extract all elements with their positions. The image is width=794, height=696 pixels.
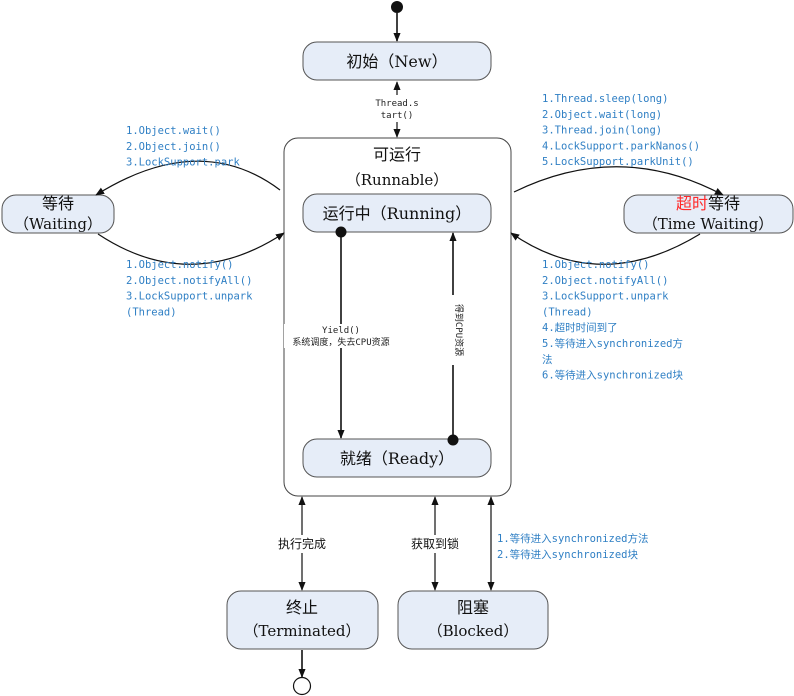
final-circle (292, 676, 312, 696)
arrow-timed-runnable (510, 232, 701, 265)
note-line: 3.LockSupport.unpark (542, 291, 669, 303)
note-line: 法 (542, 353, 553, 366)
note-line: 1.Object.notify() (542, 259, 649, 271)
note-line: 2.Object.join() (126, 141, 221, 153)
yield-label-1: Yield() (322, 326, 360, 336)
note-line: 2.Object.notifyAll() (126, 275, 252, 287)
yield-label-bg (284, 324, 399, 348)
thread-start-label-1: Thread.s (375, 99, 418, 109)
note-line: 4.LockSupport.parkNanos() (542, 140, 700, 152)
state-waiting (1, 194, 115, 234)
arrow-runnable-timed (513, 166, 724, 196)
state-new (302, 41, 492, 81)
state-terminated (226, 590, 379, 650)
initial-dot (391, 1, 403, 13)
note-line: 3.LockSupport.park (126, 157, 240, 169)
yield-label-2: 系统调度，失去CPU资源 (292, 336, 389, 348)
runnable-subtitle: （Runnable） (346, 171, 449, 189)
get-cpu-label-bg (445, 295, 461, 365)
state-terminated-label-2: （Terminated） (243, 622, 360, 640)
note-line: 6.等待进入synchronized块 (542, 369, 684, 382)
note-to-blocked: 1.等待进入synchronized方法 2.等待进入synchronized块 (497, 532, 649, 561)
finish-label-bg (274, 535, 330, 553)
arrow-waiting-runnable (97, 232, 285, 265)
note-line: 4.超时时间到了 (542, 321, 618, 334)
state-running-label: 运行中（Running） (323, 204, 472, 223)
thread-start-label-2: tart() (381, 111, 414, 121)
note-line: 1.Object.wait() (126, 125, 221, 137)
get-cpu-label: 得到CPU资源 (453, 304, 465, 356)
note-line: 3.Thread.join(long) (542, 125, 662, 137)
note-line: 2.等待进入synchronized块 (497, 548, 639, 561)
state-blocked-label-2: （Blocked） (428, 622, 519, 640)
finish-label: 执行完成 (278, 536, 326, 551)
note-line: (Thread) (542, 306, 593, 318)
running-yield-dot (335, 226, 347, 238)
ready-cpu-dot (447, 434, 459, 446)
state-timed-waiting-label-2: （Time Waiting） (643, 215, 774, 233)
acquire-lock-label: 获取到锁 (411, 536, 459, 551)
acquire-lock-label-bg (406, 535, 464, 553)
note-to-waiting: 1.Object.wait() 2.Object.join() 3.LockSupp… (126, 125, 240, 169)
note-from-waiting: 1.Object.notify() 2.Object.notifyAll() 3.L… (126, 259, 253, 318)
runnable-title: 可运行 (373, 145, 421, 164)
note-line: 3.LockSupport.unpark (126, 291, 253, 303)
state-waiting-label-2: （Waiting） (14, 215, 102, 233)
state-running (302, 193, 492, 233)
timed-rest-part: 等待 (708, 194, 740, 213)
thread-start-label-bg (372, 95, 422, 122)
timed-red-part: 超时 (676, 194, 708, 213)
note-line: 1.Thread.sleep(long) (542, 93, 668, 105)
note-line: 2.Object.wait(long) (542, 109, 662, 121)
note-to-timed: 1.Thread.sleep(long) 2.Object.wait(long) 3… (542, 93, 700, 168)
state-ready-label: 就绪（Ready） (340, 449, 454, 468)
state-new-label: 初始（New） (346, 52, 447, 71)
note-line: (Thread) (126, 306, 177, 318)
note-from-timed: 1.Object.notify() 2.Object.notifyAll() 3.L… (542, 259, 684, 382)
note-line: 1.Object.notify() (126, 259, 233, 271)
note-line: 1.等待进入synchronized方法 (497, 532, 649, 545)
state-ready (302, 438, 492, 478)
state-waiting-label-1: 等待 (42, 194, 74, 213)
note-line: 5.LockSupport.parkUnit() (542, 156, 694, 168)
state-blocked (397, 590, 549, 650)
state-terminated-label-1: 终止 (286, 598, 318, 617)
state-blocked-label-1: 阻塞 (457, 598, 489, 617)
state-timed-waiting-label-1: 超时等待 (676, 194, 740, 213)
arrow-runnable-waiting (95, 160, 281, 196)
state-timed-waiting (623, 194, 794, 234)
note-line: 2.Object.notifyAll() (542, 275, 668, 287)
note-line: 5.等待进入synchronized方 (542, 337, 683, 350)
